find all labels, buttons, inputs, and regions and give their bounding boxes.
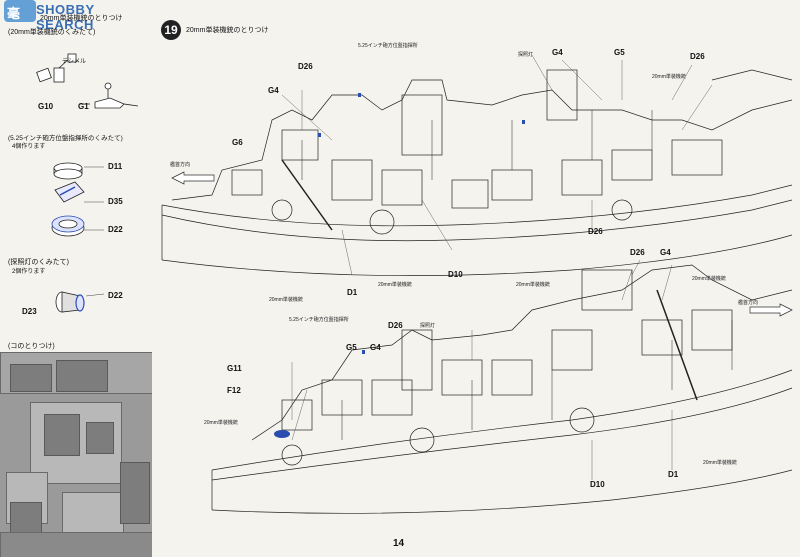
upper-20mm-note-left: 20mm単装機銃 (378, 282, 412, 288)
section-searchlight-assembly: (探照灯のくみたて) (8, 259, 69, 266)
lower-part-g5: G5 (346, 343, 357, 352)
upper-part-d26-a: D26 (298, 62, 313, 71)
upper-23mm-note: 20mm単装機銃 (269, 297, 303, 303)
director-assembly-drawing (51, 162, 104, 237)
part-d22: D22 (108, 225, 123, 234)
lower-direction-arrow (749, 303, 793, 317)
part-d22-searchlight: D22 (108, 291, 123, 300)
section-photo-caption: (コのとりつけ) (8, 343, 55, 350)
lower-director-note: 5.25インチ砲方位盤指揮所 (289, 317, 349, 323)
lower-part-d26-b: D26 (630, 248, 645, 257)
page-number: 14 (393, 538, 405, 549)
section-director-assembly: (5.25インチ砲方位盤指揮所のくみたて) (8, 135, 123, 142)
lower-20mm-note-left: 20mm単装機銃 (204, 420, 238, 426)
watermark-badge-char: 毫 (7, 6, 21, 21)
upper-part-d26-b: D26 (690, 52, 705, 61)
upper-direction-label: 艦首方向 (170, 162, 191, 168)
upper-part-g4-b: G4 (552, 48, 563, 57)
left-header: 20mm単装機銃のとりつけ (40, 15, 123, 22)
part-g1: G1 (78, 102, 89, 111)
upper-part-d26-c: D26 (588, 227, 603, 236)
upper-20mm-note-right: 20mm単装機銃 (652, 74, 686, 80)
lower-searchlight-note: 探照灯 (420, 323, 436, 329)
lower-25mm-note: 20mm単装機銃 (703, 460, 737, 466)
lower-part-d10: D10 (590, 480, 605, 489)
lower-part-f12: F12 (227, 386, 241, 395)
upper-part-d10: D10 (448, 270, 463, 279)
upper-searchlight-note: 探照灯 (518, 52, 534, 58)
20mm-gun-assembly-drawing (36, 53, 139, 109)
step-title: 20mm単装機銃のとりつけ (186, 27, 269, 34)
lower-20mm-note-right: 20mm単装機銃 (692, 276, 726, 282)
upper-part-g5: G5 (614, 48, 625, 57)
lower-direction-label: 艦首方向 (738, 300, 759, 306)
left-column: 毫 SHOBBY SEARCH 20mm単装機銃のとりつけ (20mm単装機銃の… (0, 0, 152, 557)
note-make-4: 4個作ります (12, 144, 46, 150)
part-g10: G10 (38, 102, 54, 111)
upper-director-note: 5.25インチ砲方位盤指揮所 (358, 43, 418, 49)
watermark-text: SHOBBY SEARCH (36, 2, 95, 32)
lower-part-g4-b: G4 (660, 248, 671, 257)
upper-direction-arrow (171, 171, 215, 185)
note-make-2: 2個作ります (12, 269, 46, 275)
reference-photo (0, 352, 152, 557)
label-denkaru: デシメル (62, 59, 87, 65)
lower-20mm-note-top: 20mm単装機銃 (516, 282, 550, 288)
lower-part-g11: G11 (227, 364, 242, 373)
upper-part-g6: G6 (232, 138, 243, 147)
section-20mm-assembly: (20mm単装機銃のくみたて) (8, 29, 96, 36)
searchlight-assembly-drawing (55, 291, 105, 313)
assembly-drawing (161, 54, 793, 514)
lower-part-g4-a: G4 (370, 343, 381, 352)
part-d11: D11 (108, 162, 123, 171)
upper-hull-drawing (161, 69, 793, 276)
lower-part-d26-a: D26 (388, 321, 403, 330)
upper-part-g4-a: G4 (268, 86, 279, 95)
lower-part-d1: D1 (668, 470, 679, 479)
lower-hull-drawing (211, 264, 793, 514)
upper-part-d1: D1 (347, 288, 358, 297)
part-d35: D35 (108, 197, 123, 206)
step-number-badge: 19 (161, 20, 181, 40)
watermark-badge (4, 0, 36, 22)
part-d23: D23 (22, 307, 37, 316)
